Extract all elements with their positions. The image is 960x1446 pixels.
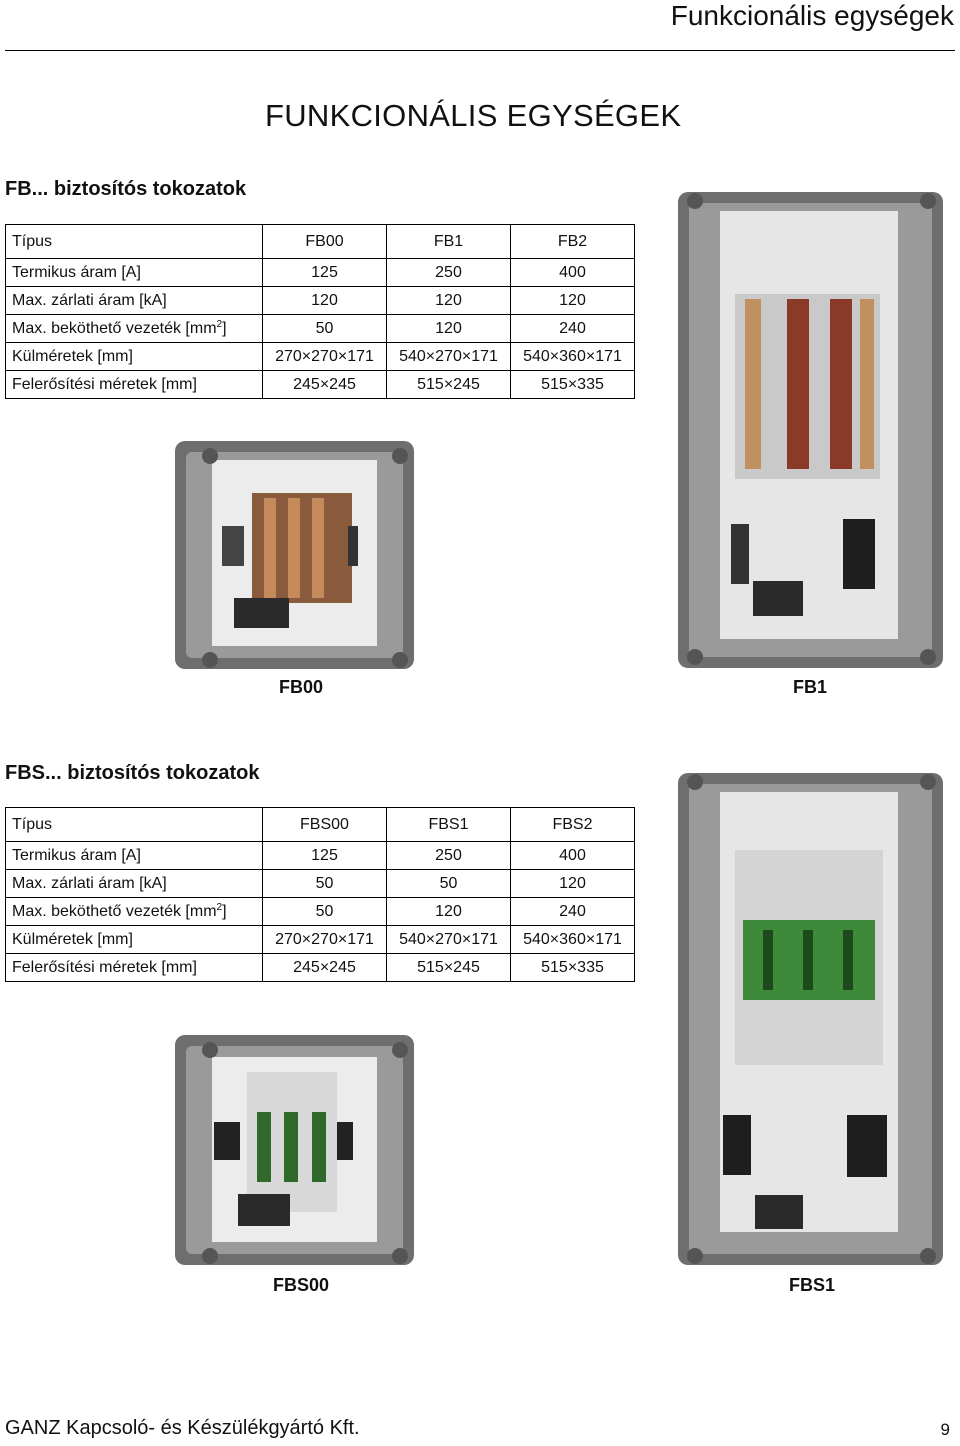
table-header-cell: FB2 xyxy=(510,224,635,259)
table-cell: 50 xyxy=(262,869,387,898)
table-cell: 120 xyxy=(262,286,387,315)
table-row: Max. beköthető vezeték [mm2] 50 120 240 xyxy=(5,897,635,926)
table-cell: Termikus áram [A] xyxy=(5,258,263,287)
table-header-row: Típus FB00 FB1 FB2 xyxy=(5,224,635,259)
caption-fbs1: FBS1 xyxy=(789,1275,836,1295)
table-row: Max. zárlati áram [kA] 120 120 120 xyxy=(5,286,635,315)
table-cell: 515×245 xyxy=(386,370,511,399)
fb00-enclosure-photo xyxy=(175,441,414,669)
table-header-cell: Típus xyxy=(5,224,263,259)
table-cell: 400 xyxy=(510,841,635,870)
table-cell: 515×245 xyxy=(386,953,511,982)
table-cell: Max. zárlati áram [kA] xyxy=(5,869,263,898)
spec-table-fbs: Típus FBS00 FBS1 FBS2 Termikus áram [A] … xyxy=(5,807,635,982)
footer-company: GANZ Kapcsoló- és Készülékgyártó Kft. xyxy=(5,1417,360,1439)
table-cell: 250 xyxy=(386,841,511,870)
table-cell: 245×245 xyxy=(262,370,387,399)
table-cell: Felerősítési méretek [mm] xyxy=(5,370,263,399)
table-cell: 540×360×171 xyxy=(510,342,635,371)
table-row: Felerősítési méretek [mm] 245×245 515×24… xyxy=(5,370,635,399)
fb1-enclosure-photo xyxy=(678,192,943,668)
table-row: Felerősítési méretek [mm] 245×245 515×24… xyxy=(5,953,635,982)
table-cell: 540×360×171 xyxy=(510,925,635,954)
table-header-cell: Típus xyxy=(5,807,263,842)
table-cell: 120 xyxy=(510,286,635,315)
section-title-fbs: FBS... biztosítós tokozatok xyxy=(5,762,260,784)
label-text-end: ] xyxy=(222,319,227,337)
table-cell: 540×270×171 xyxy=(386,342,511,371)
table-cell: 540×270×171 xyxy=(386,925,511,954)
table-cell: 50 xyxy=(262,897,387,926)
table-row: Max. zárlati áram [kA] 50 50 120 xyxy=(5,869,635,898)
unit-superscript: 2 xyxy=(216,318,223,330)
table-cell: 515×335 xyxy=(510,953,635,982)
fbs00-enclosure-photo xyxy=(175,1035,414,1265)
page-title: FUNKCIONÁLIS EGYSÉGEK xyxy=(265,98,682,133)
table-cell: Termikus áram [A] xyxy=(5,841,263,870)
table-cell: Külméretek [mm] xyxy=(5,342,263,371)
table-header-cell: FBS00 xyxy=(262,807,387,842)
table-cell: 120 xyxy=(386,897,511,926)
table-cell: 245×245 xyxy=(262,953,387,982)
table-header-cell: FB00 xyxy=(262,224,387,259)
table-row: Termikus áram [A] 125 250 400 xyxy=(5,258,635,287)
unit-superscript: 2 xyxy=(216,901,223,913)
caption-fbs00: FBS00 xyxy=(273,1275,330,1295)
table-cell: 270×270×171 xyxy=(262,925,387,954)
caption-fb1: FB1 xyxy=(793,677,828,697)
table-row: Külméretek [mm] 270×270×171 540×270×171 … xyxy=(5,342,635,371)
table-cell: 515×335 xyxy=(510,370,635,399)
label-text-end: ] xyxy=(222,902,227,920)
table-cell: Felerősítési méretek [mm] xyxy=(5,953,263,982)
table-header-cell: FB1 xyxy=(386,224,511,259)
table-cell: 400 xyxy=(510,258,635,287)
table-cell: 120 xyxy=(386,286,511,315)
label-text: Max. beköthető vezeték [mm xyxy=(12,319,217,337)
table-header-row: Típus FBS00 FBS1 FBS2 xyxy=(5,807,635,842)
table-cell: Külméretek [mm] xyxy=(5,925,263,954)
table-cell: 240 xyxy=(510,897,635,926)
caption-fb00: FB00 xyxy=(279,677,324,697)
table-row: Külméretek [mm] 270×270×171 540×270×171 … xyxy=(5,925,635,954)
header-divider xyxy=(5,50,955,51)
table-cell: 240 xyxy=(510,314,635,343)
table-cell: 50 xyxy=(386,869,511,898)
spec-table-fb: Típus FB00 FB1 FB2 Termikus áram [A] 125… xyxy=(5,224,635,399)
table-cell: 120 xyxy=(510,869,635,898)
table-cell: Max. zárlati áram [kA] xyxy=(5,286,263,315)
table-cell: 270×270×171 xyxy=(262,342,387,371)
fbs1-enclosure-photo xyxy=(678,773,943,1265)
table-row: Termikus áram [A] 125 250 400 xyxy=(5,841,635,870)
page-number: 9 xyxy=(940,1420,950,1439)
page-header-title: Funkcionális egységek xyxy=(670,0,954,31)
table-cell: 125 xyxy=(262,841,387,870)
table-cell: Max. beköthető vezeték [mm2] xyxy=(5,314,263,343)
table-row: Max. beköthető vezeték [mm2] 50 120 240 xyxy=(5,314,635,343)
label-text: Max. beköthető vezeték [mm xyxy=(12,902,217,920)
section-title-fb: FB... biztosítós tokozatok xyxy=(5,178,247,200)
table-cell: 125 xyxy=(262,258,387,287)
table-cell: 120 xyxy=(386,314,511,343)
table-cell: 50 xyxy=(262,314,387,343)
table-cell: Max. beköthető vezeték [mm2] xyxy=(5,897,263,926)
table-header-cell: FBS2 xyxy=(510,807,635,842)
table-cell: 250 xyxy=(386,258,511,287)
table-header-cell: FBS1 xyxy=(386,807,511,842)
